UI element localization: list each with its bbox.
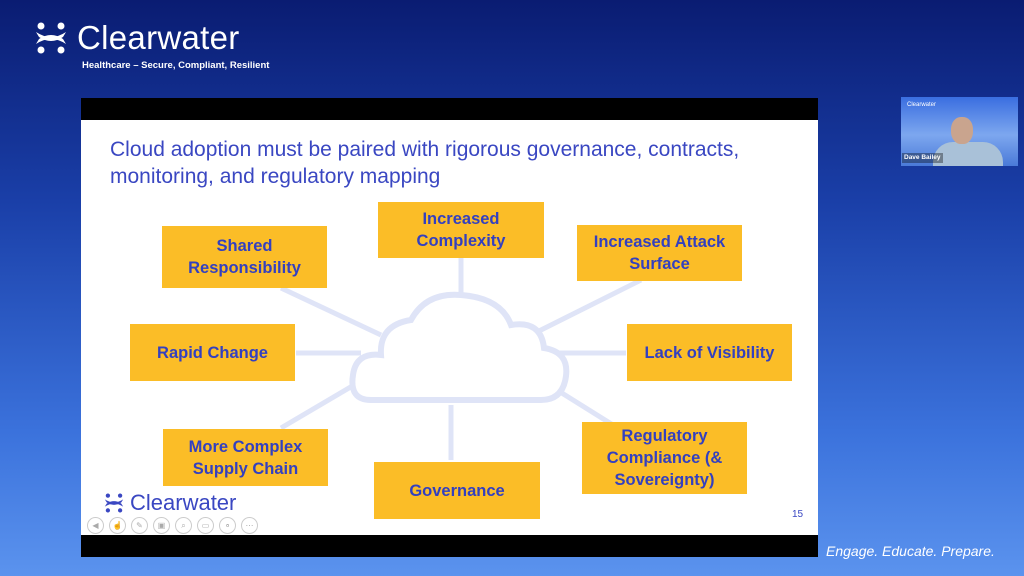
slide-logo-text: Clearwater <box>130 490 237 515</box>
participant-head <box>951 117 973 144</box>
previous-icon[interactable]: ◀ <box>87 517 104 534</box>
box-governance: Governance <box>374 462 540 519</box>
presentation-viewer: Cloud adoption must be paired with rigor… <box>81 98 818 557</box>
box-lack-of-visibility: Lack of Visibility <box>627 324 792 381</box>
diagram-connectors <box>279 257 643 460</box>
pen-icon[interactable]: ✎ <box>131 517 148 534</box>
clearwater-logo-icon <box>36 22 66 54</box>
clearwater-logo-icon <box>104 493 124 512</box>
participant-video[interactable]: Clearwater Dave Bailey <box>901 97 1018 166</box>
subtitles-icon[interactable]: ▭ <box>197 517 214 534</box>
clearwater-logo: Clearwater <box>33 20 240 56</box>
camera-icon[interactable]: ▫ <box>219 517 236 534</box>
video-logo: Clearwater <box>907 102 937 108</box>
box-supply-chain: More Complex Supply Chain <box>163 429 328 486</box>
box-increased-complexity: Increased Complexity <box>378 202 544 258</box>
participant-body <box>933 142 1003 166</box>
slides-icon[interactable]: ▣ <box>153 517 170 534</box>
footer-slogan: Engage. Educate. Prepare. <box>826 543 995 559</box>
pointer-icon[interactable]: ☝ <box>109 517 126 534</box>
box-rapid-change: Rapid Change <box>130 324 295 381</box>
page-number: 15 <box>792 509 804 520</box>
brand-tagline: Healthcare – Secure, Compliant, Resilien… <box>82 60 270 71</box>
slide-controls: ◀ ☝ ✎ ▣ ⌕ ▭ ▫ ⋯ <box>87 517 258 534</box>
slide: Cloud adoption must be paired with rigor… <box>81 120 818 535</box>
slide-logo: Clearwater <box>103 490 236 515</box>
box-shared-responsibility: Shared Responsibility <box>162 226 327 288</box>
zoom-icon[interactable]: ⌕ <box>175 517 192 534</box>
box-increased-attack-surface: Increased Attack Surface <box>577 225 742 281</box>
participant-name: Dave Bailey <box>902 153 943 163</box>
more-icon[interactable]: ⋯ <box>241 517 258 534</box>
cloud-icon <box>349 291 570 403</box>
slide-title: Cloud adoption must be paired with rigor… <box>110 138 740 188</box>
brand-name: Clearwater <box>77 19 240 56</box>
box-regulatory-compliance: Regulatory Compliance (& Sovereignty) <box>582 422 747 494</box>
